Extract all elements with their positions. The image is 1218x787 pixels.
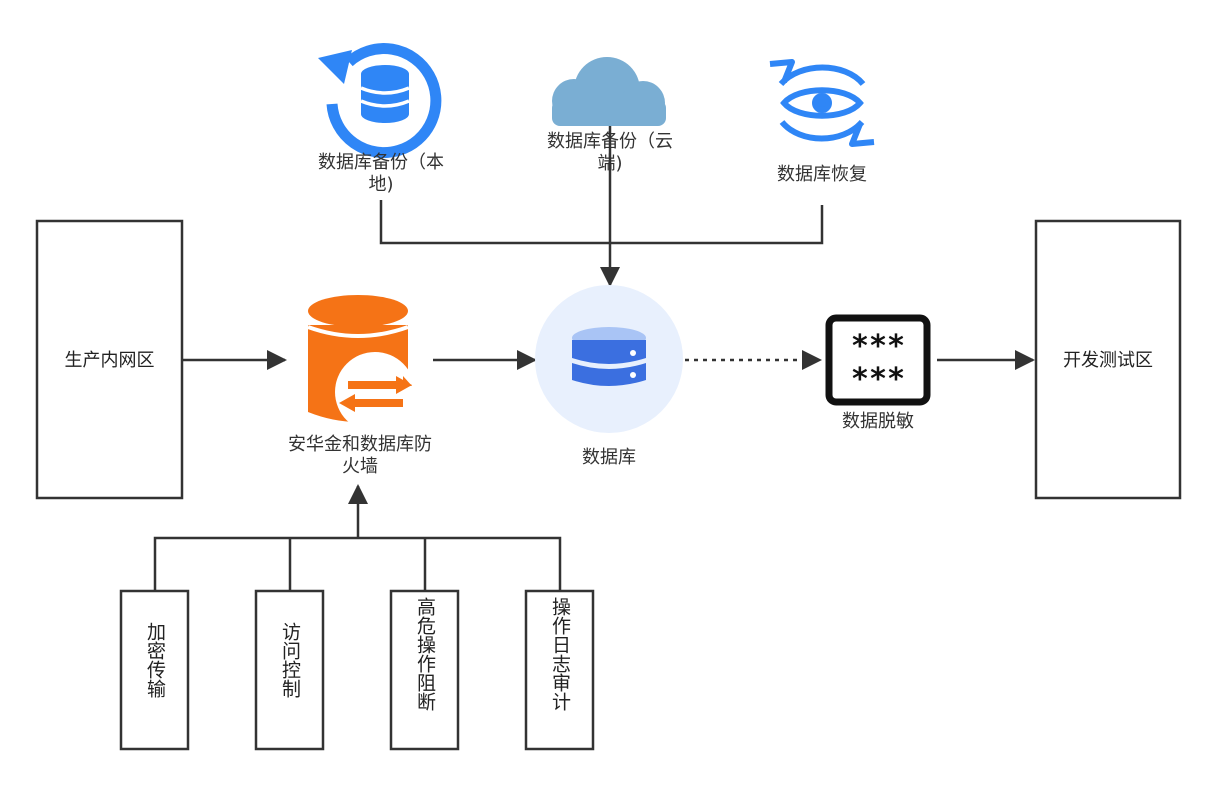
feature-label-blocking: 高危操作阻断 (414, 597, 436, 711)
mask-row-2: *** (851, 362, 905, 397)
restore-label: 数据库恢复 (777, 164, 867, 185)
feature-box-access (254, 589, 325, 751)
firewall-label: 安华金和数据库防火墙 (288, 434, 432, 477)
database-backup-refresh-icon (318, 43, 442, 159)
features-bracket-line (153, 536, 562, 590)
feature-box-blocking (389, 589, 460, 751)
feature-box-audit (524, 589, 595, 751)
backup-local-label: 数据库备份（本地) (318, 152, 444, 195)
database-icon (535, 285, 683, 433)
masked-password-icon: *** *** (825, 314, 931, 406)
cloud-icon (552, 57, 666, 126)
feature-label-access: 访问控制 (279, 622, 301, 698)
feature-label-audit: 操作日志审计 (549, 597, 571, 711)
masking-label: 数据脱敏 (842, 411, 914, 432)
mask-row-1: *** (851, 329, 905, 364)
database-label: 数据库 (582, 447, 636, 468)
connector-lines (153, 105, 1035, 590)
feature-label-encryption: 加密传输 (144, 622, 166, 698)
backup-cloud-label: 数据库备份（云端) (547, 131, 673, 174)
dev-test-zone-label: 开发测试区 (1063, 350, 1153, 371)
dev-test-zone-box (1034, 219, 1182, 500)
production-zone-label: 生产内网区 (64, 350, 155, 371)
eye-restore-icon (769, 59, 875, 147)
database-firewall-icon (307, 295, 415, 432)
feature-box-encryption (119, 589, 190, 751)
backup-bracket-line (379, 200, 824, 245)
production-zone-box (35, 219, 184, 500)
